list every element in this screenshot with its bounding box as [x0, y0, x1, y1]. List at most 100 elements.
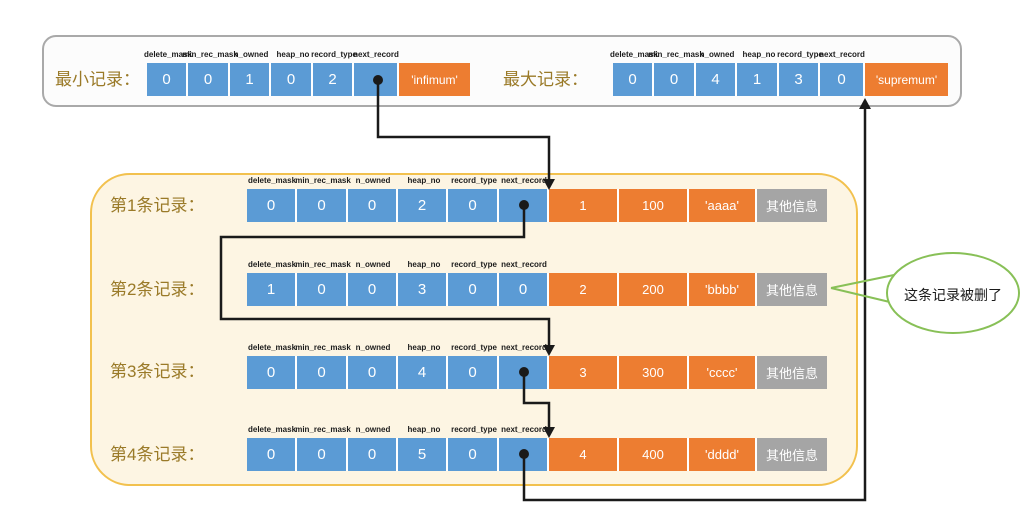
field-cell: 1 — [737, 63, 779, 96]
extra-info-cell: 其他信息 — [757, 356, 827, 389]
field-cell: 0 — [147, 63, 188, 96]
field-cell: 0 — [348, 356, 398, 389]
field-cell: 0 — [348, 438, 398, 471]
data-cell: 'aaaa' — [689, 189, 757, 222]
data-cell: 'cccc' — [689, 356, 757, 389]
data-cell: 3 — [549, 356, 619, 389]
field-header: heap_no — [407, 260, 441, 269]
field-cell: 2 — [313, 63, 354, 96]
field-cell: 0 — [654, 63, 696, 96]
field-cell: 0 — [271, 63, 313, 96]
field-cell: 0 — [448, 356, 499, 389]
field-header: heap_no — [742, 50, 776, 59]
field-cell: 0 — [297, 189, 348, 222]
field-cell: 0 — [188, 63, 230, 96]
field-header: min_rec_mask — [295, 176, 351, 185]
supremum-cell: 'supremum' — [865, 63, 948, 96]
min-record-row: delete_mask min_rec_mask n_owned heap_no… — [144, 50, 470, 96]
field-header: min_rec_mask — [295, 343, 351, 352]
record-4-label: 第4条记录： — [110, 445, 205, 464]
field-cell: 0 — [348, 273, 398, 306]
field-cell: 2 — [398, 189, 448, 222]
data-cell: 'bbbb' — [689, 273, 757, 306]
field-header: next_record — [501, 343, 547, 352]
next-record-cell: 0 — [499, 273, 549, 306]
record-3-row: delete_mask min_rec_mask n_owned heap_no… — [247, 343, 827, 389]
deleted-record-callout-text: 这条记录被删了 — [904, 287, 1002, 303]
field-header: delete_mask — [247, 176, 297, 185]
field-cell: 0 — [448, 189, 499, 222]
field-cell: 3 — [398, 273, 448, 306]
data-cell: 4 — [549, 438, 619, 471]
field-header: heap_no — [407, 176, 441, 185]
max-record-row: delete_mask min_rec_mask n_owned heap_no… — [610, 50, 948, 96]
field-header: next_record — [501, 176, 547, 185]
infimum-cell: 'infimum' — [399, 63, 470, 96]
field-cell: 0 — [247, 189, 297, 222]
field-header: delete_mask — [247, 425, 297, 434]
field-header: next_record — [353, 50, 399, 59]
field-cell: 0 — [448, 438, 499, 471]
field-cell: 0 — [247, 438, 297, 471]
field-cell: 5 — [398, 438, 448, 471]
data-cell: 'dddd' — [689, 438, 757, 471]
field-header: heap_no — [276, 50, 310, 59]
record-1-row: delete_mask min_rec_mask n_owned heap_no… — [247, 176, 827, 222]
field-header: n_owned — [233, 50, 269, 59]
field-cell: 0 — [348, 189, 398, 222]
next-record-cell — [499, 189, 549, 222]
data-cell: 200 — [619, 273, 689, 306]
field-header: next_record — [501, 260, 547, 269]
field-header: record_type — [451, 176, 497, 185]
field-cell: 4 — [696, 63, 737, 96]
field-cell: 1 — [247, 273, 297, 306]
field-header: record_type — [777, 50, 823, 59]
field-header: delete_mask — [609, 50, 659, 59]
field-cell: 4 — [398, 356, 448, 389]
field-cell: 0 — [297, 438, 348, 471]
field-cell: 0 — [297, 356, 348, 389]
field-header: n_owned — [355, 176, 391, 185]
field-header: delete_mask — [143, 50, 193, 59]
field-cell: 3 — [779, 63, 820, 96]
field-header: min_rec_mask — [648, 50, 704, 59]
field-header: heap_no — [407, 343, 441, 352]
field-header: next_record — [501, 425, 547, 434]
field-header: n_owned — [355, 343, 391, 352]
field-cell: 0 — [297, 273, 348, 306]
record-1-label: 第1条记录： — [110, 196, 205, 215]
record-2-label: 第2条记录： — [110, 280, 205, 299]
data-cell: 100 — [619, 189, 689, 222]
next-record-cell — [354, 63, 399, 96]
field-cell: 0 — [448, 273, 499, 306]
field-header: n_owned — [699, 50, 735, 59]
field-header: record_type — [451, 343, 497, 352]
field-cell: 0 — [247, 356, 297, 389]
field-header: record_type — [311, 50, 357, 59]
data-cell: 1 — [549, 189, 619, 222]
next-record-cell — [499, 356, 549, 389]
record-2-row: delete_mask min_rec_mask n_owned heap_no… — [247, 260, 827, 306]
field-header: delete_mask — [247, 260, 297, 269]
field-header: delete_mask — [247, 343, 297, 352]
extra-info-cell: 其他信息 — [757, 189, 827, 222]
field-header: record_type — [451, 425, 497, 434]
data-cell: 300 — [619, 356, 689, 389]
next-record-cell — [499, 438, 549, 471]
data-cell: 400 — [619, 438, 689, 471]
data-cell: 2 — [549, 273, 619, 306]
field-header: record_type — [451, 260, 497, 269]
field-header: n_owned — [355, 425, 391, 434]
min-record-label: 最小记录： — [55, 70, 140, 89]
record-3-label: 第3条记录： — [110, 362, 205, 381]
field-header: next_record — [819, 50, 865, 59]
field-header: min_rec_mask — [182, 50, 238, 59]
field-cell: 1 — [230, 63, 271, 96]
field-header: heap_no — [407, 425, 441, 434]
field-header: n_owned — [355, 260, 391, 269]
field-cell: 0 — [613, 63, 654, 96]
max-record-label: 最大记录： — [503, 70, 588, 89]
extra-info-cell: 其他信息 — [757, 438, 827, 471]
field-header: min_rec_mask — [295, 425, 351, 434]
